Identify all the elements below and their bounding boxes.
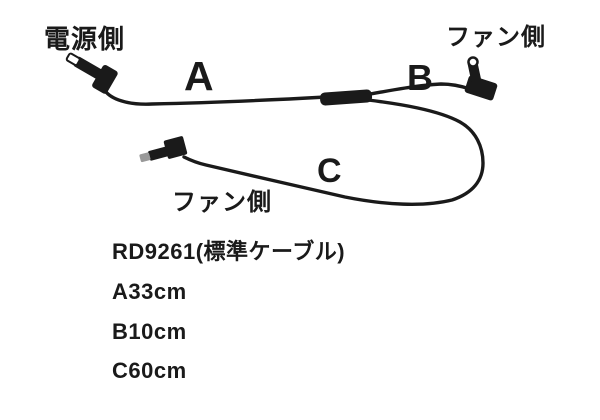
length-b-text: B10cm xyxy=(112,319,187,344)
cable-model-text: RD9261(標準ケーブル) xyxy=(112,239,346,264)
cable-a-path xyxy=(104,90,328,106)
fan-side-top-label: ファン側 xyxy=(446,24,546,51)
cable-b-path xyxy=(363,82,472,97)
splitter-icon xyxy=(319,89,373,106)
fan-plug-top-icon xyxy=(464,56,498,101)
section-c-label: C xyxy=(317,152,342,190)
fan-side-mid-label: ファン側 xyxy=(172,189,272,216)
power-side-label: 電源側 xyxy=(44,24,126,54)
fan-plug-mid-icon xyxy=(139,136,188,163)
length-c-text: C60cm xyxy=(112,358,187,383)
section-a-label: A xyxy=(184,53,214,99)
cable-diagram xyxy=(65,52,498,206)
length-a-text: A33cm xyxy=(112,279,187,304)
section-b-label: B xyxy=(407,57,433,98)
cable-c-path xyxy=(182,98,485,206)
power-plug-icon xyxy=(65,52,118,94)
